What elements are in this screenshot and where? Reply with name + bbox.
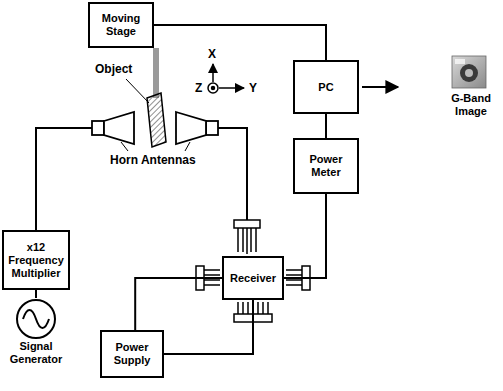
axis-symbol [208,64,244,93]
part-label: Horn Antennas [110,153,196,167]
text-block: Power Supply [102,341,162,367]
process-box: x12 Frequency Multiplier [2,230,70,290]
wire-connector [135,278,222,330]
process-box: PC [293,60,359,114]
process-box: Moving Stage [88,2,154,48]
process-box: Power Supply [100,330,164,378]
node-text: Receiver [227,272,279,285]
wire [218,128,247,220]
holder-shaft [153,48,159,98]
node-text: Signal Generator [3,340,69,366]
text-block: Moving Stage [90,12,152,38]
image-thumbnail [452,56,486,88]
wire-connector [154,25,326,60]
part-label: Object [95,62,132,76]
wire-connector [325,114,327,138]
source-symbol [15,298,57,340]
leader-line [126,79,149,103]
waveguide-connector [234,220,260,254]
source-circle: Signal Generator [0,298,72,366]
horn-antenna [92,112,134,144]
text-block: Signal Generator [0,340,72,366]
leader-line [121,142,128,151]
axis-label: Y [249,81,257,95]
node-text: Moving Stage [93,12,149,38]
axis-label: Z [195,81,202,95]
text-block: PC [295,81,357,94]
wire-connector [284,194,326,278]
node-text: PC [298,81,354,94]
leader-line [185,142,190,151]
node-text: Power Supply [105,341,159,367]
output-arrow [362,86,398,88]
horn-antenna [176,112,218,144]
wire [36,128,92,230]
wire-connector [35,290,37,298]
text-block: Power Meter [295,153,357,179]
process-box: Power Meter [293,138,359,194]
wire-connector [164,300,253,354]
text-block: Receiver [224,272,282,285]
object-sample [147,93,166,147]
node-text: Power Meter [298,153,354,179]
axis-label: X [208,47,216,61]
node-text: x12 Frequency Multiplier [7,241,65,280]
image-label: G-Band Image [441,92,501,118]
process-box: Receiver [222,256,284,300]
text-block: x12 Frequency Multiplier [4,241,68,280]
